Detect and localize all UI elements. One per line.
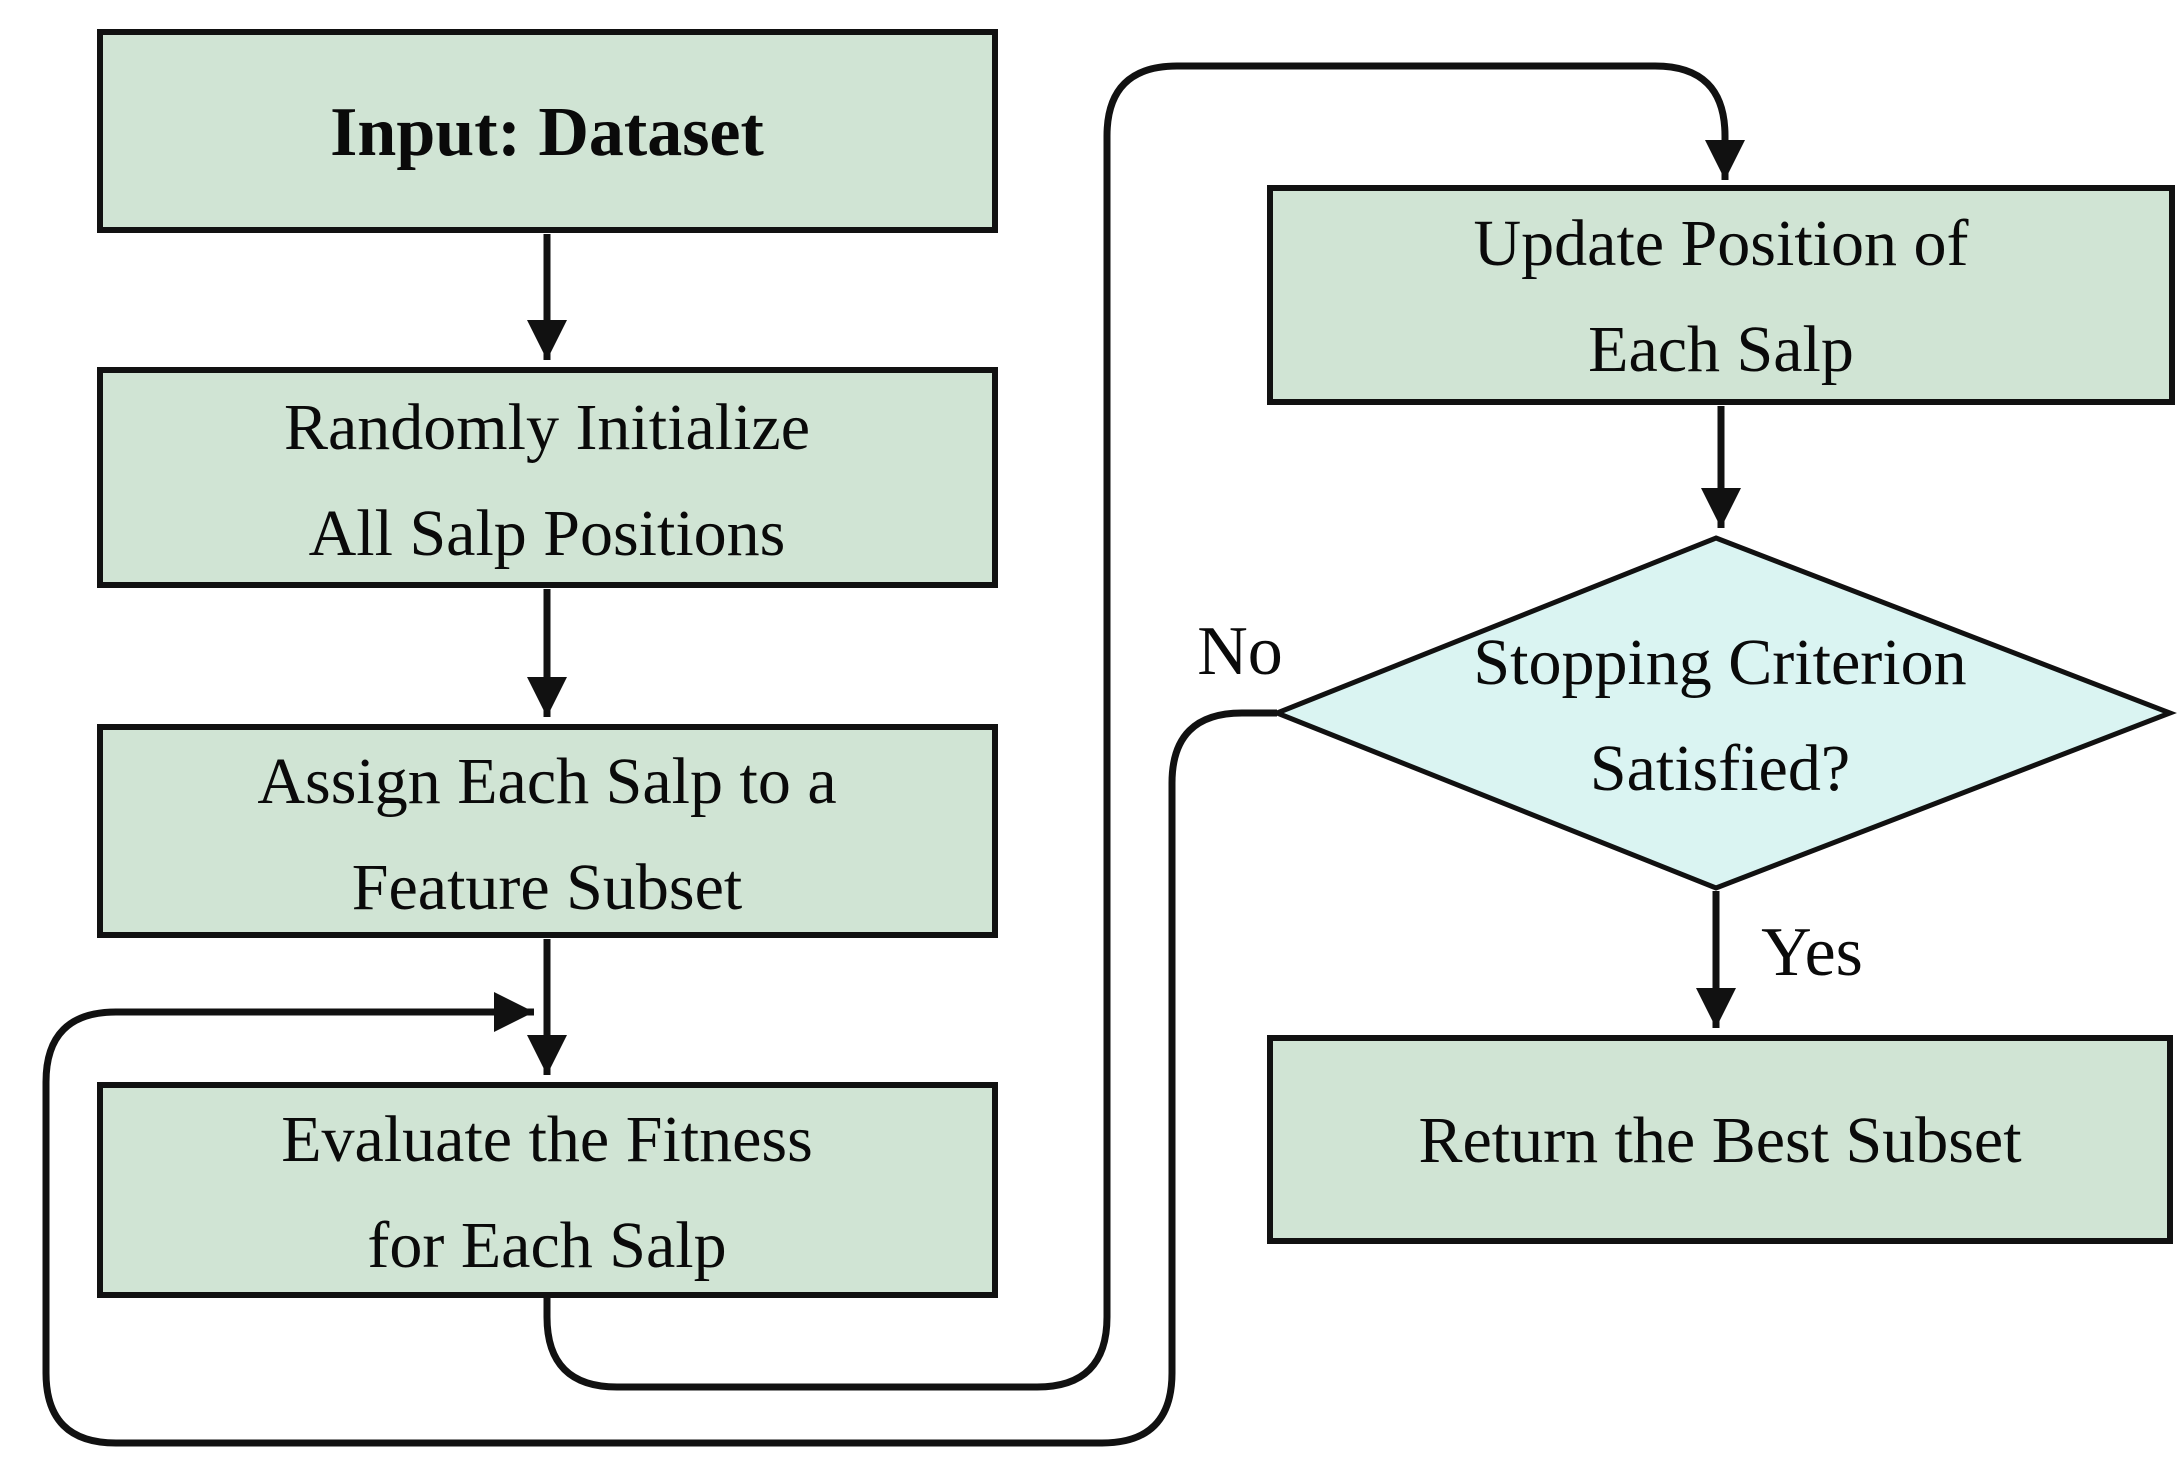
node-input-dataset-label: Input: Dataset bbox=[330, 94, 764, 171]
node-input-dataset-shape bbox=[97, 29, 998, 233]
edge-evaluate-to-update-loop bbox=[543, 62, 1745, 1391]
node-return-best-subset-label: Return the Best Subset bbox=[1418, 1104, 2021, 1177]
node-stopping-criterion-shape bbox=[1270, 535, 2177, 891]
node-evaluate-fitness-shape bbox=[97, 1082, 998, 1298]
edge-label-no: No bbox=[1197, 613, 1283, 690]
node-evaluate-fitness: Evaluate the Fitness for Each Salp bbox=[97, 1082, 998, 1298]
node-assign-salp-label-line1: Assign Each Salp to a bbox=[257, 745, 836, 818]
node-randomly-initialize-label-line2: All Salp Positions bbox=[309, 497, 786, 570]
node-return-best-subset-shape bbox=[1267, 1035, 2173, 1244]
node-evaluate-fitness-label-line1: Evaluate the Fitness bbox=[281, 1103, 813, 1176]
node-update-position: Update Position of Each Salp bbox=[1267, 185, 2175, 405]
node-input-dataset: Input: Dataset bbox=[97, 29, 998, 233]
node-update-position-shape bbox=[1267, 185, 2175, 405]
node-stopping-criterion: Stopping Criterion Satisfied? bbox=[1270, 535, 2177, 891]
node-update-position-label-line1: Update Position of bbox=[1474, 207, 1969, 280]
edge-label-yes: Yes bbox=[1761, 914, 1863, 991]
node-stopping-criterion-label-line1: Stopping Criterion bbox=[1473, 626, 1966, 699]
node-randomly-initialize-label-line1: Randomly Initialize bbox=[284, 391, 810, 464]
node-assign-salp-shape bbox=[97, 724, 998, 938]
node-randomly-initialize: Randomly Initialize All Salp Positions bbox=[97, 367, 998, 588]
node-update-position-label-line2: Each Salp bbox=[1588, 313, 1854, 386]
node-return-best-subset: Return the Best Subset bbox=[1267, 1035, 2173, 1244]
edge-decision-to-evaluate-loop bbox=[42, 709, 1277, 1447]
node-evaluate-fitness-label-line2: for Each Salp bbox=[367, 1209, 726, 1282]
node-randomly-initialize-shape bbox=[97, 367, 998, 588]
node-assign-salp: Assign Each Salp to a Feature Subset bbox=[97, 724, 998, 938]
node-stopping-criterion-label-line2: Satisfied? bbox=[1590, 732, 1850, 805]
node-assign-salp-label-line2: Feature Subset bbox=[352, 851, 742, 924]
